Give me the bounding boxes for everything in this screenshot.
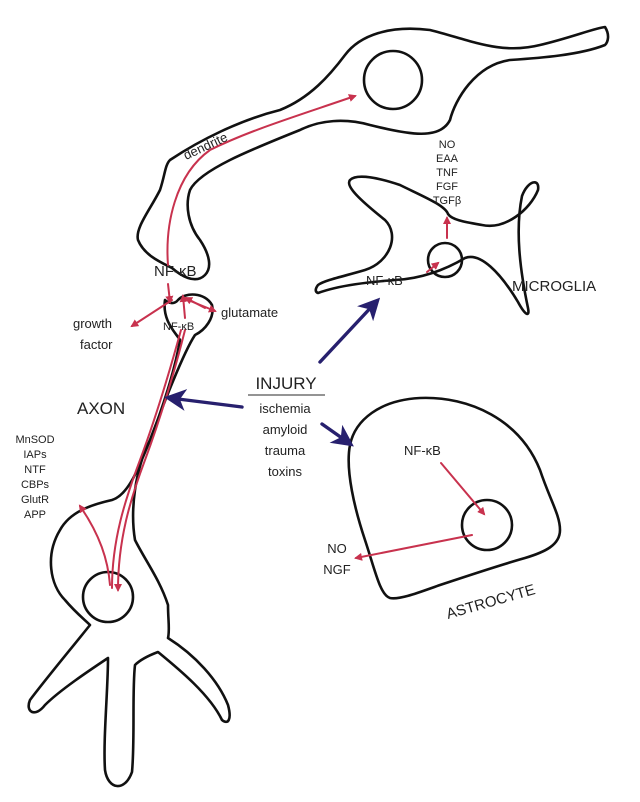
glutamate-reverse-arrow [184, 297, 206, 309]
neuron-gene-products-list: MnSOD IAPs NTF CBPs GlutR APP [15, 434, 54, 521]
microglia-product-item: TGFβ [433, 195, 461, 207]
injury-cause-item: amyloid [263, 422, 308, 437]
lower-neuron [27, 293, 231, 788]
injury-to-microglia-arrow [318, 297, 381, 364]
postsynaptic-nfkb-up-arrow [179, 294, 188, 319]
glutamate-label: glutamate [221, 305, 278, 320]
upper-neuron-outline [136, 25, 610, 281]
synapse-arrows [130, 283, 217, 328]
lower-neuron-nucleus [81, 570, 135, 624]
axon-signal-arrow [114, 329, 186, 592]
growth-factor-label-line2: factor [80, 337, 113, 352]
gene-product-item: CBPs [21, 479, 50, 491]
microglia-label: MICROGLIA [512, 278, 596, 295]
astrocyte-outline [347, 396, 562, 600]
gene-product-item: NTF [24, 464, 46, 476]
gene-products-arrow [78, 504, 111, 586]
microglia-outline [314, 175, 540, 316]
astrocyte-label: ASTROCYTE [444, 581, 537, 623]
presynaptic-nfkb-down-arrow [165, 283, 174, 304]
astrocyte-nfkb-label: NF-κB [404, 443, 441, 458]
postsynaptic-nfkb-label: NF-κB [163, 321, 194, 333]
microglia-product-item: FGF [436, 181, 458, 193]
injury-arrows [164, 297, 381, 447]
injury-cause-item: toxins [268, 464, 302, 479]
astrocyte-secretion-arrow [354, 534, 473, 561]
astrocyte-products-list: NO NGF [323, 541, 351, 577]
astrocyte-product-item: NGF [323, 562, 351, 577]
presynaptic-nfkb-label: NF-κB [154, 263, 197, 280]
injury-to-axon-arrow [164, 389, 244, 411]
microglia-nfkb-label: NF-κB [366, 273, 403, 288]
microglia-cell [314, 175, 540, 316]
upper-neuron [136, 25, 610, 281]
injury-to-astrocyte-arrow [320, 422, 354, 447]
growth-factor-label-line1: growth [73, 316, 112, 331]
astrocyte-cell [347, 396, 562, 600]
axon-return-line [111, 329, 182, 589]
microglia-product-item: NO [439, 139, 456, 151]
gene-product-item: IAPs [23, 449, 47, 461]
gene-product-item: MnSOD [15, 434, 54, 446]
dendrite-signal-arrow [166, 94, 357, 266]
injury-block: INJURY ischemia amyloid trauma toxins [248, 374, 325, 479]
gene-product-item: APP [24, 509, 46, 521]
microglia-nfkb-arrow [426, 261, 440, 273]
astrocyte-product-item: NO [327, 541, 347, 556]
microglia-product-item: EAA [436, 153, 459, 165]
dendrite-label: dendrite [181, 129, 230, 162]
growth-factor-arrow [130, 299, 173, 328]
microglia-product-item: TNF [436, 167, 458, 179]
axon-label: AXON [77, 399, 125, 418]
upper-neuron-nucleus [362, 49, 424, 111]
microglia-products-list: NO EAA TNF FGF TGFβ [433, 139, 461, 207]
injury-heading: INJURY [255, 374, 316, 393]
gene-product-item: GlutR [21, 494, 49, 506]
microglia-nucleus [426, 241, 464, 279]
astrocyte-nucleus [460, 498, 514, 552]
astrocyte-nfkb-arrow [440, 462, 486, 516]
lower-neuron-outline [27, 293, 231, 788]
injury-cause-item: trauma [265, 443, 306, 458]
injury-cause-item: ischemia [259, 401, 311, 416]
